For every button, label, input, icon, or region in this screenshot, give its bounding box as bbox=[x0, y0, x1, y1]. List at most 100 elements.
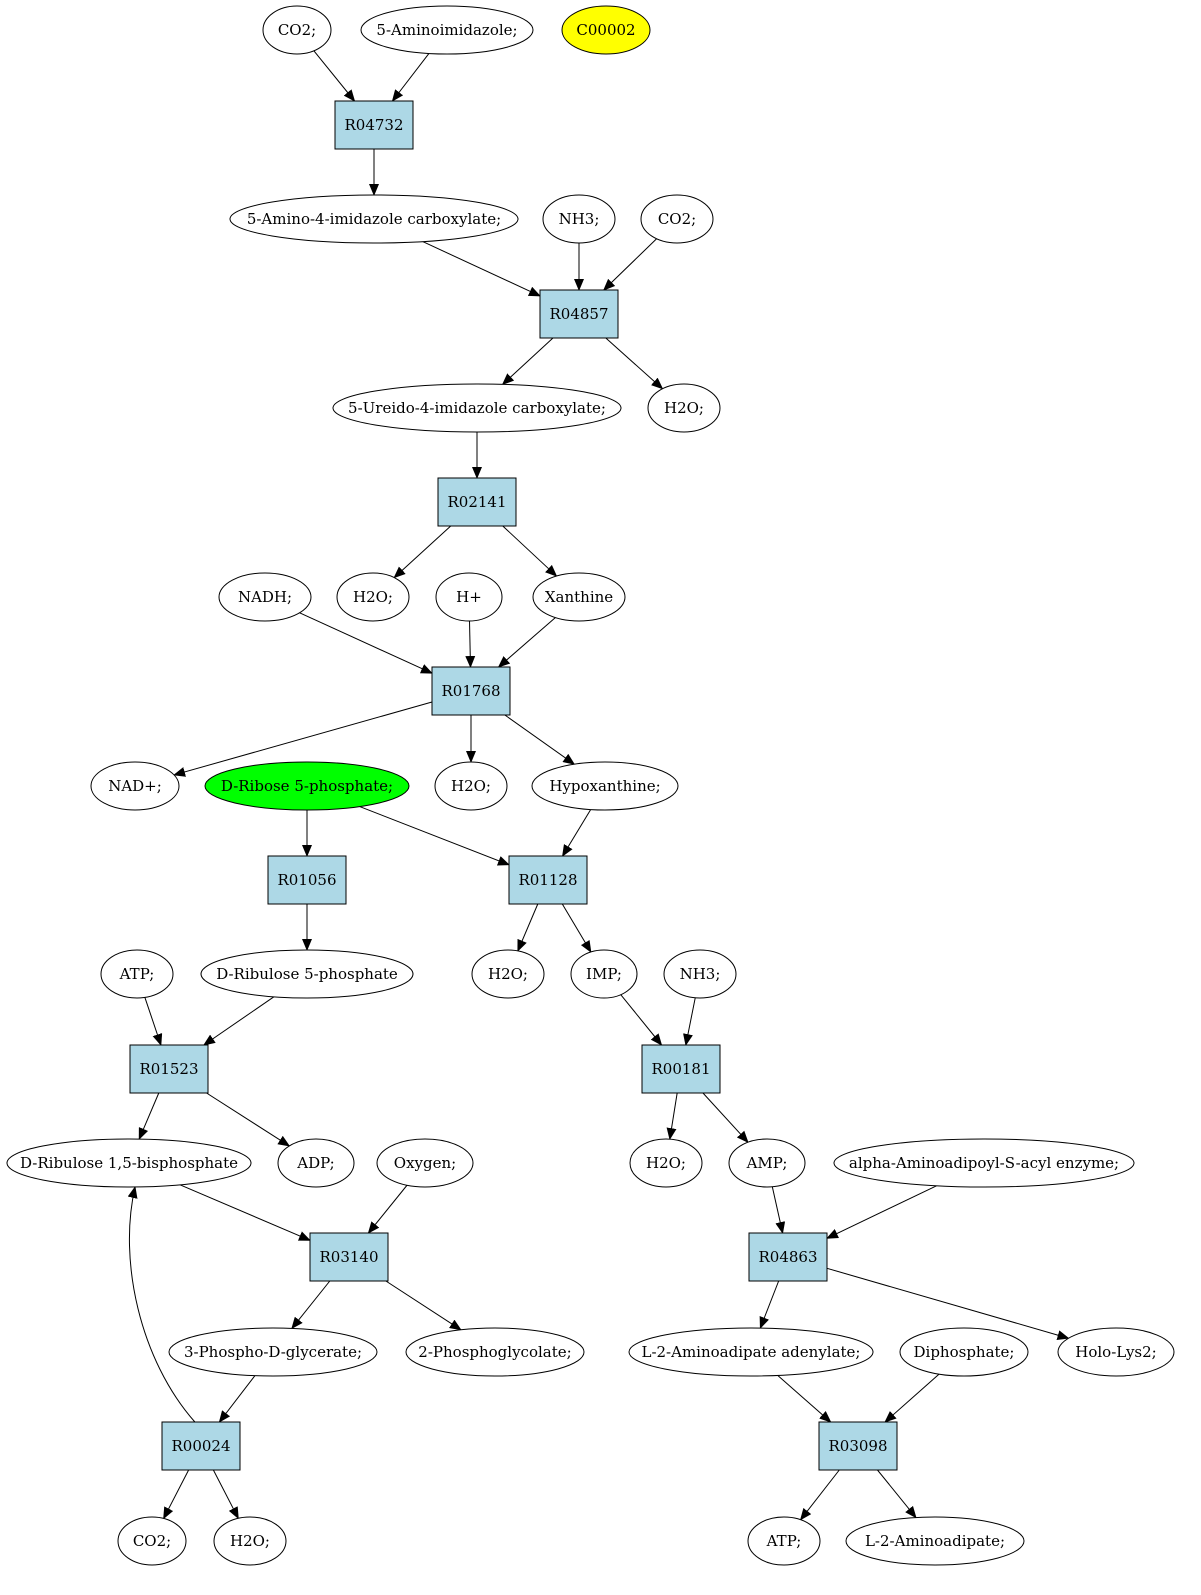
reaction-node-R02141[interactable]: R02141 bbox=[437, 477, 517, 527]
compound-node-h2o_c[interactable]: H2O; bbox=[434, 761, 508, 811]
compound-node-atp_b[interactable]: ATP; bbox=[747, 1516, 821, 1566]
compound-node-nadplus[interactable]: NAD+; bbox=[90, 761, 180, 811]
compound-ellipse bbox=[629, 1138, 703, 1188]
edge-R01768-to-hypoxanthine bbox=[504, 714, 576, 765]
compound-node-phosphoglycerate[interactable]: 3-Phospho-D-glycerate; bbox=[168, 1327, 378, 1377]
reaction-box bbox=[431, 666, 511, 716]
compound-node-rubp[interactable]: D-Ribulose 1,5-bisphosphate bbox=[6, 1138, 252, 1188]
compound-node-phosphoglycolate[interactable]: 2-Phosphoglycolate; bbox=[405, 1327, 585, 1377]
compound-node-hplus[interactable]: H+ bbox=[435, 572, 503, 622]
reaction-node-R01056[interactable]: R01056 bbox=[267, 855, 347, 905]
compound-node-nh3_a[interactable]: NH3; bbox=[542, 194, 616, 244]
node-label: H2O; bbox=[451, 777, 491, 795]
reaction-node-R00181[interactable]: R00181 bbox=[641, 1044, 721, 1094]
edge-R02141-to-h2o_b bbox=[393, 525, 452, 579]
compound-ellipse bbox=[117, 1516, 187, 1566]
edge-R01523-to-rubp bbox=[138, 1092, 160, 1141]
node-label: 5-Ureido-4-imidazole carboxylate; bbox=[348, 399, 606, 417]
compound-ellipse bbox=[570, 949, 638, 999]
node-label: R03140 bbox=[319, 1248, 378, 1266]
compound-ellipse bbox=[561, 5, 651, 55]
compound-node-xanthine[interactable]: Xanthine bbox=[532, 572, 626, 622]
reaction-node-R04732[interactable]: R04732 bbox=[334, 100, 414, 150]
compound-node-h2o_d[interactable]: H2O; bbox=[471, 949, 545, 999]
node-label: D-Ribose 5-phosphate; bbox=[221, 777, 393, 795]
edge-R01523-to-adp bbox=[206, 1092, 291, 1147]
edge-ribose5p-to-R01128 bbox=[359, 806, 510, 866]
compound-ellipse bbox=[168, 1327, 378, 1377]
reaction-node-R04863[interactable]: R04863 bbox=[748, 1232, 828, 1282]
node-label: Xanthine bbox=[545, 588, 613, 606]
compound-node-hololys2[interactable]: Holo-Lys2; bbox=[1057, 1327, 1175, 1377]
node-label: alpha-Aminoadipoyl-S-acyl enzyme; bbox=[849, 1154, 1119, 1172]
compound-node-oxygen[interactable]: Oxygen; bbox=[376, 1138, 474, 1188]
edge-R01768-to-nadplus bbox=[173, 701, 433, 777]
edge-R00024-to-h2o_f bbox=[212, 1469, 239, 1520]
edge-co2_b-to-R04857 bbox=[603, 238, 657, 291]
reaction-node-R01523[interactable]: R01523 bbox=[129, 1044, 209, 1094]
compound-node-atp_a[interactable]: ATP; bbox=[100, 949, 174, 999]
edge-R03140-to-phosphoglycolate bbox=[385, 1280, 462, 1331]
compound-node-co2_a[interactable]: CO2; bbox=[262, 5, 332, 55]
compound-node-h2o_e[interactable]: H2O; bbox=[629, 1138, 703, 1188]
compound-node-diphosphate[interactable]: Diphosphate; bbox=[899, 1327, 1029, 1377]
compound-ellipse bbox=[434, 761, 508, 811]
edge-aminoadipate_adenylate-to-R03098 bbox=[777, 1375, 832, 1423]
edge-R04863-to-aminoadipate_adenylate bbox=[759, 1280, 780, 1330]
edge-amino_imid_carbox-to-R04857 bbox=[422, 241, 541, 297]
compound-node-ribose5p[interactable]: D-Ribose 5-phosphate; bbox=[204, 761, 410, 811]
compound-node-adp[interactable]: ADP; bbox=[277, 1138, 355, 1188]
node-label: 5-Aminoimidazole; bbox=[376, 21, 517, 39]
edge-R00181-to-amp bbox=[702, 1092, 749, 1143]
compound-ellipse bbox=[6, 1138, 252, 1188]
compound-node-co2_c[interactable]: CO2; bbox=[117, 1516, 187, 1566]
reaction-node-R04857[interactable]: R04857 bbox=[539, 289, 619, 339]
compound-node-ureido[interactable]: 5-Ureido-4-imidazole carboxylate; bbox=[332, 383, 622, 433]
node-label: 3-Phospho-D-glycerate; bbox=[184, 1343, 362, 1361]
node-label: ADP; bbox=[296, 1154, 334, 1172]
node-label: R01128 bbox=[518, 871, 577, 889]
compound-node-nadh[interactable]: NADH; bbox=[218, 572, 312, 622]
compound-node-h2o_a[interactable]: H2O; bbox=[647, 383, 721, 433]
compound-node-aminoadipoyl[interactable]: alpha-Aminoadipoyl-S-acyl enzyme; bbox=[833, 1138, 1135, 1188]
reaction-node-R01768[interactable]: R01768 bbox=[431, 666, 511, 716]
edge-R04857-to-ureido bbox=[501, 337, 554, 386]
edge-amp-to-R04863 bbox=[771, 1186, 786, 1234]
compound-node-aminoadipate[interactable]: L-2-Aminoadipate; bbox=[845, 1516, 1025, 1566]
node-label: Diphosphate; bbox=[914, 1343, 1015, 1361]
compound-node-nh3_b[interactable]: NH3; bbox=[663, 949, 737, 999]
compound-node-co2_b[interactable]: CO2; bbox=[640, 194, 714, 244]
node-label: 2-Phosphoglycolate; bbox=[418, 1343, 571, 1361]
compound-node-aminoadipate_adenylate[interactable]: L-2-Aminoadipate adenylate; bbox=[628, 1327, 874, 1377]
node-label: R01768 bbox=[441, 682, 500, 700]
reaction-node-R00024[interactable]: R00024 bbox=[161, 1421, 241, 1471]
node-label: D-Ribulose 5-phosphate bbox=[216, 965, 398, 983]
compound-node-amp[interactable]: AMP; bbox=[728, 1138, 806, 1188]
reaction-box bbox=[129, 1044, 209, 1094]
compound-node-hypoxanthine[interactable]: Hypoxanthine; bbox=[531, 761, 679, 811]
reaction-node-R03098[interactable]: R03098 bbox=[818, 1421, 898, 1471]
compound-ellipse bbox=[100, 949, 174, 999]
compound-node-amino_imid_carbox[interactable]: 5-Amino-4-imidazole carboxylate; bbox=[229, 194, 519, 244]
compound-ellipse bbox=[376, 1138, 474, 1188]
reaction-box bbox=[437, 477, 517, 527]
node-label: R04857 bbox=[549, 305, 608, 323]
compound-node-imp[interactable]: IMP; bbox=[570, 949, 638, 999]
node-label: CO2; bbox=[278, 21, 316, 39]
compound-ellipse bbox=[277, 1138, 355, 1188]
compound-node-h2o_f[interactable]: H2O; bbox=[213, 1516, 287, 1566]
compound-node-h2o_b[interactable]: H2O; bbox=[336, 572, 410, 622]
reaction-node-R03140[interactable]: R03140 bbox=[309, 1232, 389, 1282]
compound-node-ribulose5p[interactable]: D-Ribulose 5-phosphate bbox=[200, 949, 414, 999]
compound-node-aminoimidazole[interactable]: 5-Aminoimidazole; bbox=[360, 5, 534, 55]
compound-node-c00002[interactable]: C00002 bbox=[561, 5, 651, 55]
compound-ellipse bbox=[200, 949, 414, 999]
compound-ellipse bbox=[471, 949, 545, 999]
reaction-node-R01128[interactable]: R01128 bbox=[508, 855, 588, 905]
node-label: CO2; bbox=[133, 1532, 171, 1550]
node-label: D-Ribulose 1,5-bisphosphate bbox=[20, 1154, 238, 1172]
edge-ribulose5p-to-R01523 bbox=[203, 996, 275, 1046]
node-label: R01056 bbox=[277, 871, 336, 889]
node-label: ATP; bbox=[119, 965, 155, 983]
edge-nh3_b-to-R00181 bbox=[683, 997, 696, 1046]
